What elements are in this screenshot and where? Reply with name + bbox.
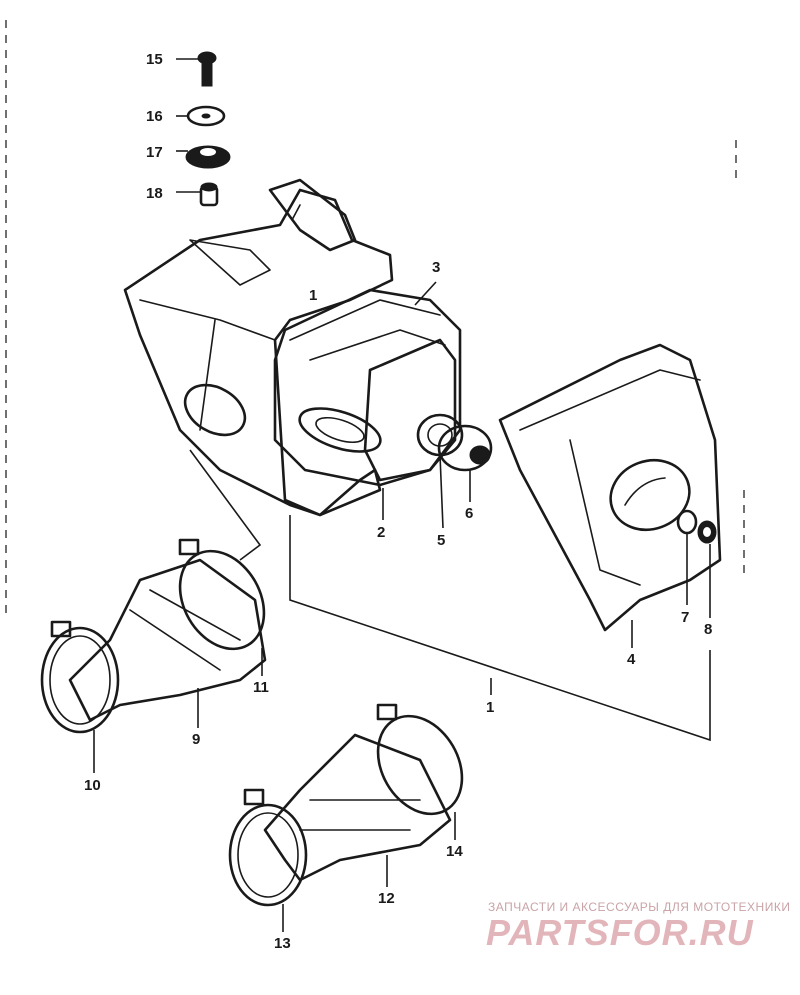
collar-part-18 bbox=[199, 182, 219, 207]
callout-11: 11 bbox=[253, 679, 269, 696]
hose-part-9 bbox=[68, 558, 267, 722]
hose-connector-line bbox=[189, 449, 262, 561]
assembly-bracket-line bbox=[289, 515, 711, 742]
callout-18: 18 bbox=[146, 185, 163, 202]
callout-6: 6 bbox=[465, 505, 473, 522]
clamp-part-13 bbox=[228, 788, 308, 907]
watermark-logo: PARTSFOR.RU bbox=[486, 912, 754, 953]
callout-8: 8 bbox=[704, 621, 712, 638]
callout-4: 4 bbox=[627, 651, 636, 668]
nut-part-8 bbox=[697, 520, 717, 544]
filter-part-3 bbox=[273, 288, 462, 487]
plug-part-6 bbox=[437, 424, 493, 472]
clamp-part-14 bbox=[376, 703, 464, 816]
hose-part-12 bbox=[263, 733, 452, 882]
grommet-part-17 bbox=[185, 145, 231, 169]
watermark-caption: ЗАПЧАСТИ И АКСЕССУАРЫ ДЛЯ МОТОТЕХНИКИ bbox=[488, 900, 791, 914]
washer-part-16 bbox=[186, 105, 226, 127]
washer-part-7 bbox=[676, 509, 698, 535]
callout-14: 14 bbox=[446, 843, 463, 860]
callout-labels: 15 16 17 18 3 1 2 5 6 7 8 4 1 9 10 11 12… bbox=[84, 51, 712, 952]
callout-17: 17 bbox=[146, 144, 163, 161]
bolt-part-15 bbox=[197, 51, 217, 87]
callout-15: 15 bbox=[146, 51, 163, 68]
leader-lines bbox=[93, 58, 711, 932]
callout-12: 12 bbox=[378, 890, 395, 907]
housing-part-1 bbox=[123, 178, 394, 517]
callout-10: 10 bbox=[84, 777, 101, 794]
callout-7: 7 bbox=[681, 609, 689, 626]
clamp-part-10 bbox=[40, 620, 120, 734]
callout-9: 9 bbox=[192, 731, 200, 748]
callout-1: 1 bbox=[486, 699, 494, 716]
callout-16: 16 bbox=[146, 108, 163, 125]
callout-1-top: 1 bbox=[309, 287, 317, 304]
callout-13: 13 bbox=[274, 935, 291, 952]
clamp-part-11 bbox=[178, 538, 266, 651]
callout-2: 2 bbox=[377, 524, 385, 541]
callout-3: 3 bbox=[432, 259, 440, 276]
callout-5: 5 bbox=[437, 532, 445, 549]
cover-part-4 bbox=[498, 343, 722, 632]
